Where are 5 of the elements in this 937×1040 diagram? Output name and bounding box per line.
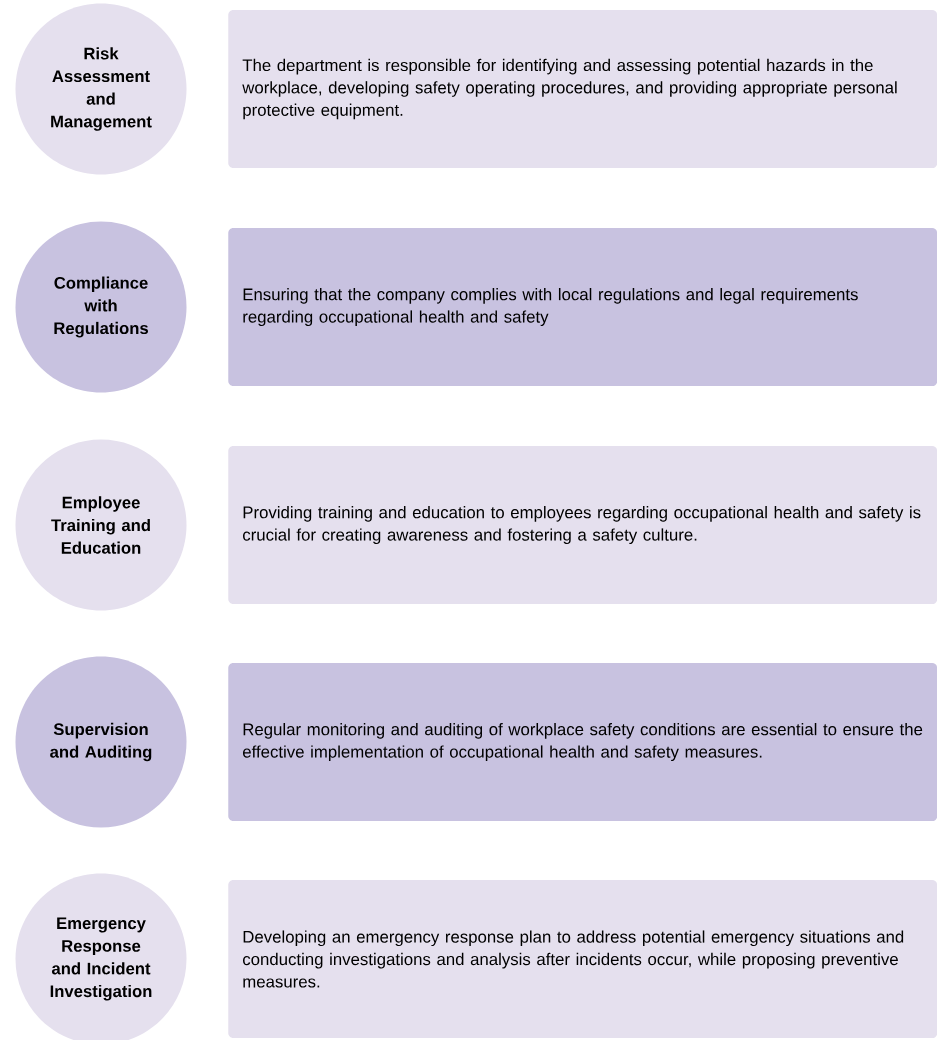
description-box: Developing an emergency response plan to address potential emergency situations and conducting investigations and analysis after incidents occur, while proposing preventive measures. xyxy=(228,880,937,1038)
description-box: The department is responsible for identifying and assessing potential hazards in the workplace, developing safety operating procedures, and providing appropriate personal protective equipment. xyxy=(228,10,937,168)
description-box: Ensuring that the company complies with local regulations and legal requirements regarding occupational health and safety xyxy=(228,228,937,386)
description-box: Providing training and education to employees regarding occupational health and safety is crucial for creating awareness and fostering a safety culture. xyxy=(228,446,937,604)
description-box: Regular monitoring and auditing of workplace safety conditions are essential to ensure the effective implementation of occupational health and safety measures. xyxy=(228,663,937,821)
